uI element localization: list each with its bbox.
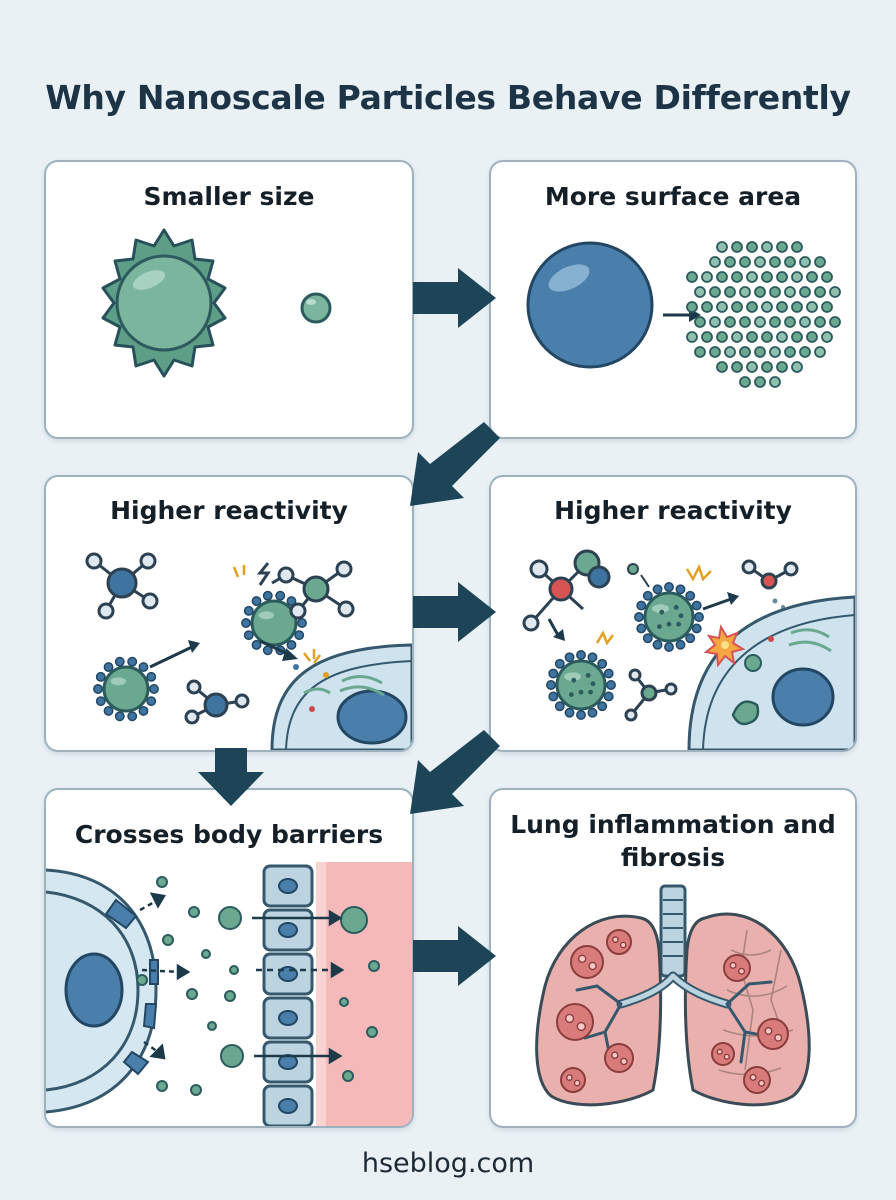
- cell-membrane-icon: [46, 870, 158, 1112]
- barrier-crossing-illustration: [46, 790, 412, 1126]
- reactivity-illustration-2: [491, 477, 855, 750]
- impact-spark-icon: [304, 649, 320, 663]
- molecule-icon: [87, 554, 157, 618]
- footer-source: hseblog.com: [0, 1148, 896, 1179]
- left-lung-icon: [537, 916, 661, 1105]
- spark-icon: [234, 565, 244, 577]
- card-higher-reactivity-2: Higher reactivity: [489, 475, 857, 752]
- card-more-surface-area: More surface area: [489, 160, 857, 439]
- epithelial-barrier-icon: [264, 866, 312, 1126]
- large-sphere-icon: [528, 243, 652, 367]
- cell-icon: [272, 645, 412, 750]
- spark-icon: [597, 633, 613, 643]
- arrow-down-left-icon: [410, 730, 500, 814]
- molecule-icon: [743, 561, 797, 588]
- arrow-right-icon: [413, 926, 496, 986]
- nanoparticle-cloud-icon: [687, 242, 840, 387]
- arrow-right-icon: [413, 268, 496, 328]
- card-higher-reactivity-1: Higher reactivity: [44, 475, 414, 752]
- trachea-icon: [661, 886, 685, 976]
- arrow-down-left-icon: [410, 422, 500, 506]
- reactivity-illustration-1: [46, 477, 412, 750]
- reactive-particle-icon: [94, 658, 158, 721]
- molecule-icon: [186, 681, 248, 723]
- reactive-particle-icon: [242, 592, 306, 655]
- card-lung-inflammation: Lung inflammation and fibrosis: [489, 788, 857, 1128]
- size-comparison-illustration: [46, 162, 412, 437]
- card-smaller-size: Smaller size: [44, 160, 414, 439]
- cell-icon: [689, 597, 855, 750]
- reactive-particle-icon: [547, 651, 615, 719]
- small-particle-icon: [302, 294, 330, 322]
- surface-area-illustration: [491, 162, 855, 437]
- bloodstream-region: [324, 862, 412, 1126]
- page-title: Why Nanoscale Particles Behave Different…: [0, 78, 896, 117]
- lung-illustration: [491, 790, 855, 1126]
- card-crosses-body-barriers: Crosses body barriers: [44, 788, 414, 1128]
- molecule-icon: [626, 670, 676, 720]
- reactive-particle-icon: [635, 583, 703, 651]
- spark-icon: [687, 567, 711, 579]
- molecule-icon: [524, 551, 609, 630]
- arrow-right-icon: [413, 582, 496, 642]
